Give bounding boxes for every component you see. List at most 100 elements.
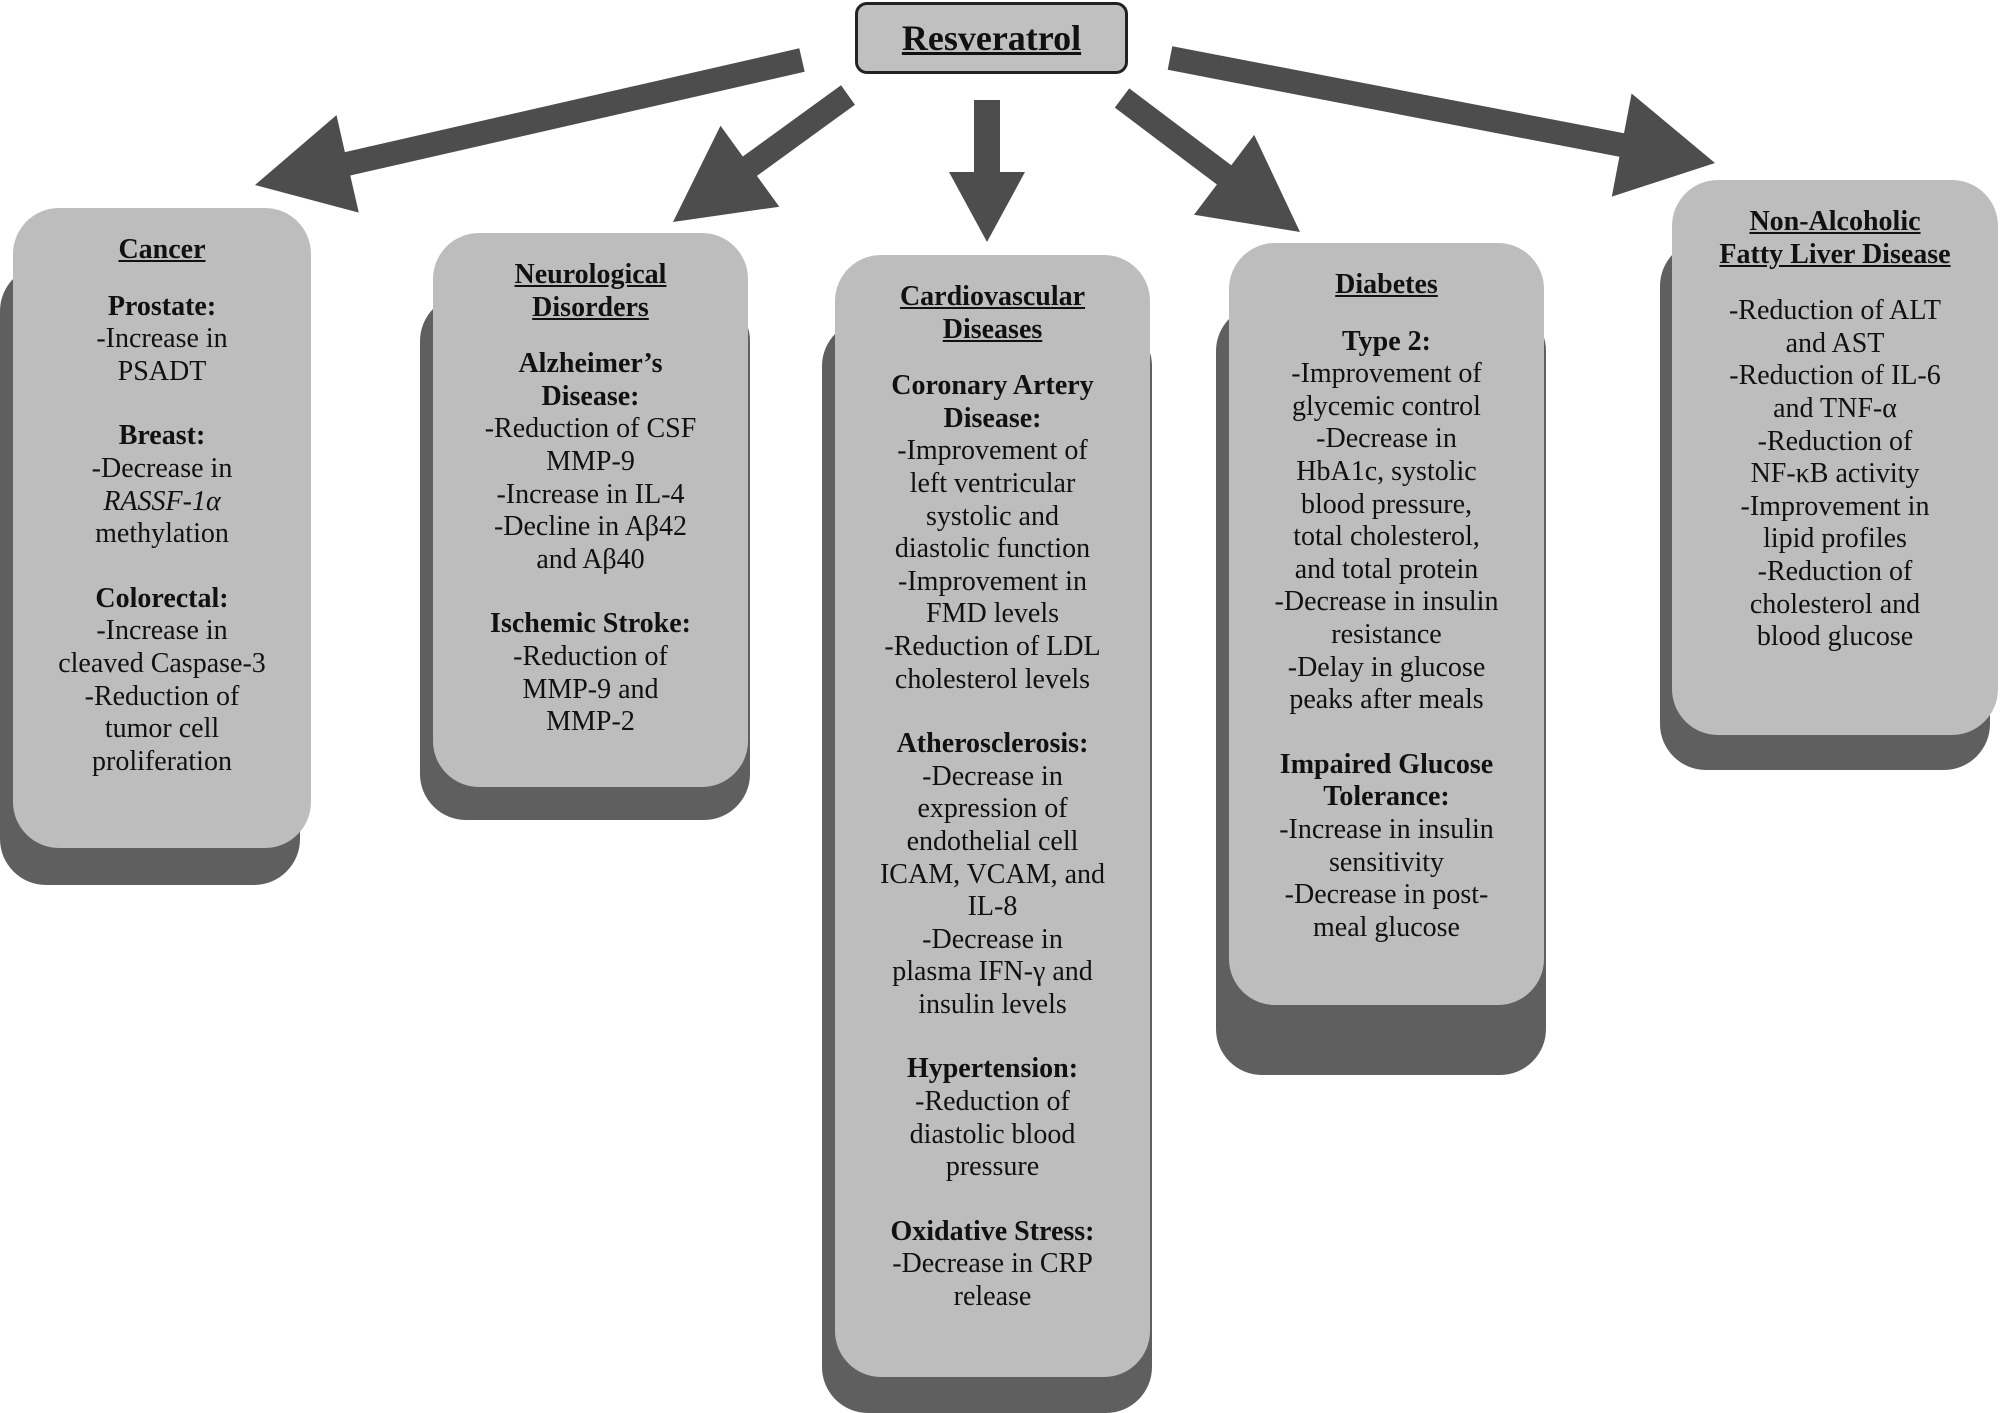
effect-line: -Reduction of CSF [484, 413, 697, 445]
section-gap [835, 1184, 1150, 1216]
arrow-to-diabetes [1114, 88, 1300, 233]
effect-line: -Reduction of LDL [884, 630, 1101, 662]
section-heading: Prostate: [107, 290, 217, 322]
effect-line: -Increase in [96, 615, 228, 647]
effect-line: -Reduction of [84, 680, 240, 712]
arrow-to-neuro [673, 85, 855, 222]
effect-line: -Increase in [96, 323, 228, 355]
effect-line: -Reduction of [915, 1086, 1070, 1118]
section-heading: Oxidative Stress: [890, 1215, 1095, 1247]
effect-line: -Improvement of [1291, 358, 1482, 390]
effect-line: lipid profiles [1763, 523, 1907, 555]
effect-line: blood pressure, [1300, 488, 1473, 520]
effect-line: meal glucose [1313, 911, 1460, 943]
section-heading: Disease: [943, 402, 1042, 434]
effect-line: -Decrease in [1316, 423, 1457, 455]
section-gap [13, 388, 311, 420]
section-heading: Tolerance: [1323, 781, 1450, 813]
effect-line: pressure [945, 1151, 1040, 1183]
effect-line: -Reduction of [1757, 555, 1913, 587]
arrow-to-nafld [1167, 46, 1715, 197]
card-title: Diseases [942, 313, 1043, 345]
effect-line: -Reduction of [1757, 425, 1913, 457]
effect-line: -Reduction of ALT [1728, 295, 1942, 327]
section-gap [835, 1021, 1150, 1053]
section-gap [1672, 271, 1998, 295]
section-heading: Impaired Glucose [1279, 748, 1494, 780]
effect-line: MMP-9 and [522, 673, 659, 705]
effect-line: methylation [95, 518, 229, 550]
effect-line: -Decrease in [922, 760, 1063, 792]
section-gap [13, 551, 311, 583]
effect-line: cleaved Caspase-3 [58, 647, 266, 679]
effect-line: HbA1c, systolic [1296, 455, 1477, 487]
effect-line: total cholesterol, [1293, 521, 1480, 553]
effect-line: glycemic control [1292, 390, 1481, 422]
effect-line: plasma IFN-γ and [892, 956, 1093, 988]
card-title: Non-Alcoholic [1749, 206, 1921, 237]
card-title: Neurological [514, 259, 667, 290]
effect-line: -Improvement in [898, 565, 1087, 597]
section-gap [13, 267, 311, 291]
root-node-resveratrol: Resveratrol [855, 2, 1128, 74]
effect-line: diastolic function [894, 533, 1091, 565]
section-gap [835, 346, 1150, 370]
effect-line: and Aβ40 [536, 543, 645, 575]
effect-line: -Reduction of [513, 640, 668, 672]
effect-line: ICAM, VCAM, and [879, 858, 1106, 890]
effect-line: -Increase in IL-4 [496, 478, 685, 510]
card-title: Diabetes [1335, 269, 1438, 300]
card-title: Cancer [118, 234, 206, 265]
effect-line: cholesterol levels [894, 663, 1091, 695]
effect-line: expression of [917, 793, 1068, 825]
section-heading: Type 2: [1342, 325, 1431, 357]
section-heading: Atherosclerosis: [896, 728, 1089, 760]
effect-line: -Decrease in post- [1284, 879, 1489, 911]
card-title: Cardiovascular [899, 281, 1086, 312]
effect-line: and AST [1785, 327, 1885, 359]
effect-line: proliferation [92, 745, 232, 777]
section-gap [835, 696, 1150, 728]
effect-line: systolic and [926, 500, 1059, 532]
section-heading: Coronary Artery [891, 370, 1094, 402]
effect-line: resistance [1331, 618, 1442, 650]
section-heading: Alzheimer’s [518, 348, 663, 380]
effect-line: blood glucose [1756, 621, 1914, 653]
effect-line: diastolic blood [909, 1118, 1076, 1150]
effect-line: MMP-9 [546, 445, 635, 477]
arrow-to-cancer [255, 48, 805, 213]
effect-line: sensitivity [1328, 846, 1445, 878]
section-gap [1229, 302, 1544, 326]
card-title: Disorders [532, 291, 649, 323]
effect-line: -Reduction of IL-6 [1729, 360, 1941, 392]
effect-line: IL-8 [967, 891, 1018, 923]
section-heading: Hypertension: [906, 1053, 1079, 1085]
effect-line: -Increase in insulin [1279, 813, 1494, 845]
section-heading: Ischemic Stroke: [490, 608, 691, 640]
effect-line: endothelial cell [906, 825, 1079, 857]
section-heading: Colorectal: [95, 582, 229, 614]
effect-line: RASSF-1α [103, 485, 221, 517]
effect-line: -Decrease in CRP [892, 1248, 1093, 1280]
effect-line: cholesterol and [1749, 588, 1921, 620]
effect-line: release [953, 1281, 1032, 1313]
effect-line: left ventricular [909, 467, 1076, 499]
section-gap [433, 324, 748, 348]
arrow-to-cardio [949, 100, 1025, 242]
effect-line: -Decrease in [922, 923, 1063, 955]
effect-line: tumor cell [104, 713, 220, 745]
effect-line: MMP-2 [546, 706, 635, 738]
effect-line: FMD levels [926, 598, 1059, 630]
effect-line: -Decline in Aβ42 [493, 511, 688, 543]
effect-line: insulin levels [918, 988, 1067, 1020]
root-label: Resveratrol [901, 18, 1082, 58]
effect-line: and total protein [1294, 553, 1479, 585]
effect-line: NF-κB activity [1750, 458, 1920, 490]
effect-line: -Improvement in [1740, 490, 1930, 522]
